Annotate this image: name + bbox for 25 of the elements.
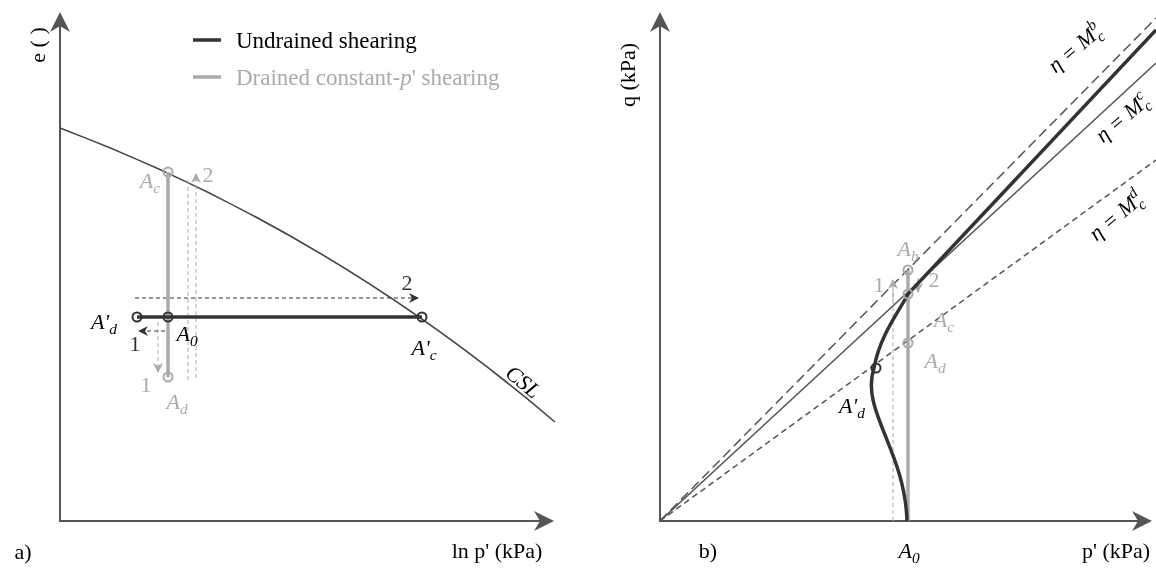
point-label: A$_{c}$ [139, 170, 161, 196]
point-label: A$_{b}$ [897, 238, 919, 264]
axis-label: p' (kPa) [1081, 540, 1151, 562]
step-number: 1 [873, 274, 885, 296]
curve-label: CSL [501, 361, 545, 403]
step-number: 2 [202, 164, 214, 186]
step-number: 1 [129, 333, 141, 355]
point-label: A$_{d}$ [924, 350, 946, 376]
point-label: A'$_{c}$ [411, 337, 437, 363]
point-label: A$_{0}$ [176, 323, 198, 349]
point-label: A$_{d}$ [166, 391, 188, 417]
point-label: A'$_{d}$ [839, 395, 865, 421]
step-number: 2 [928, 269, 940, 291]
step-number: 1 [140, 374, 152, 396]
panel-label: a) [14, 541, 32, 563]
axis-label: e ( ) [27, 27, 49, 63]
axis-label: q (kPa) [617, 42, 639, 108]
step-number: 2 [401, 272, 413, 294]
axis-label: ln p' (kPa) [451, 540, 543, 562]
legend-text: Undrained shearing [236, 29, 417, 52]
point-label: A$_{0}$ [898, 540, 920, 566]
panel-label: b) [698, 540, 718, 562]
legend-text: Drained constant-p' shearing [236, 66, 500, 89]
point-label: A'$_{d}$ [91, 311, 117, 337]
point-label: A$_{c}$ [933, 309, 955, 335]
